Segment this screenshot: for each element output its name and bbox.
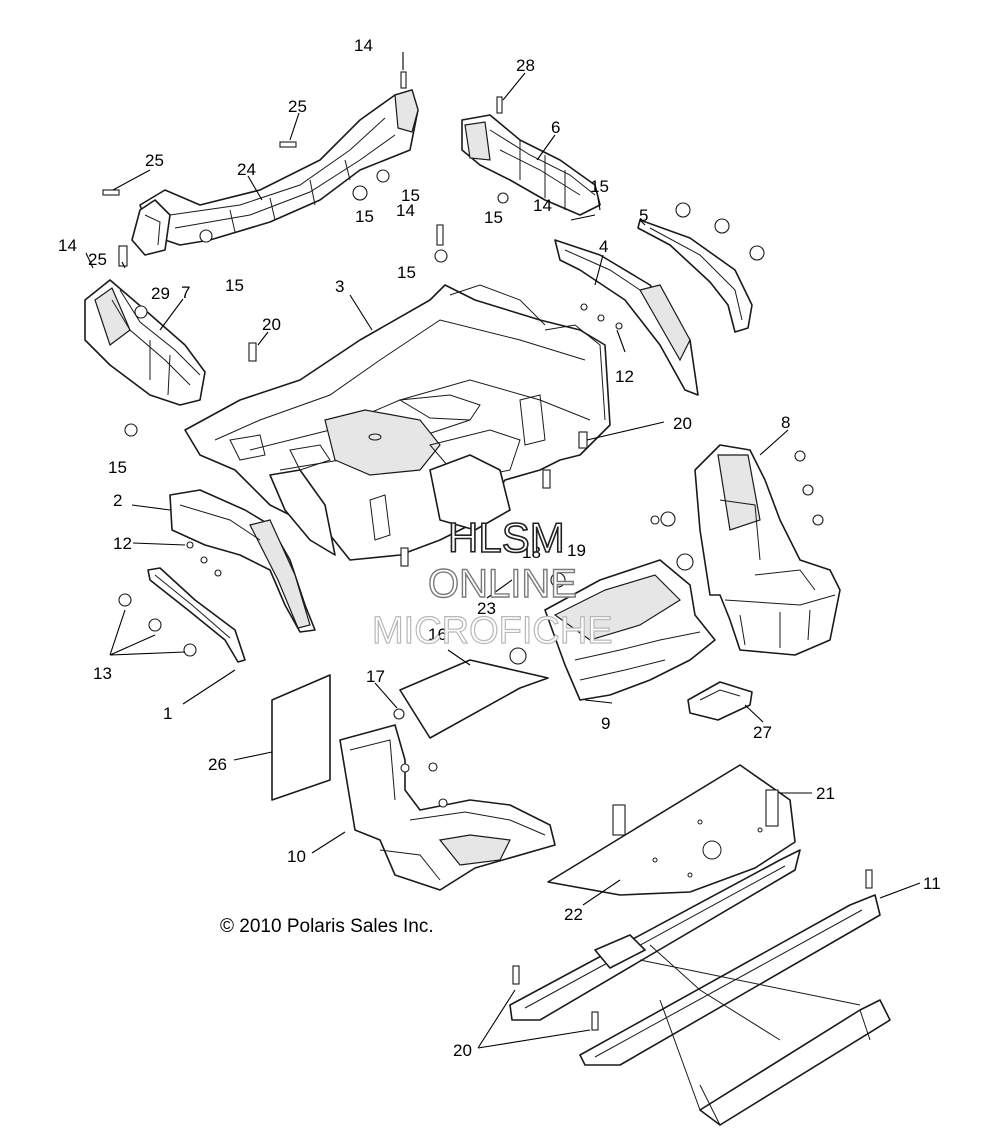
part-5-trim bbox=[637, 219, 753, 333]
part-4-panel bbox=[554, 239, 699, 396]
callout-4: 4 bbox=[599, 237, 608, 256]
part-3-cargo-box bbox=[184, 284, 611, 561]
part-6-panel bbox=[461, 114, 601, 216]
callout-3: 3 bbox=[335, 277, 344, 296]
callout-25: 25 bbox=[88, 250, 107, 269]
callout-labels: 14 28 25 6 25 24 15 15 15 15 14 14 5 14 … bbox=[58, 36, 941, 1060]
callout-23: 23 bbox=[477, 599, 496, 618]
fasteners bbox=[102, 71, 873, 1031]
part-1-trim bbox=[147, 567, 246, 663]
callout-21: 21 bbox=[816, 784, 835, 803]
callout-25: 25 bbox=[288, 97, 307, 116]
part-8-storage-box bbox=[694, 444, 841, 656]
callout-19: 19 bbox=[567, 541, 586, 560]
copyright-notice: © 2010 Polaris Sales Inc. bbox=[220, 916, 434, 937]
callout-25: 25 bbox=[145, 151, 164, 170]
part-22-floor-plate bbox=[547, 764, 796, 896]
watermark-line-2: ONLINE bbox=[428, 562, 577, 606]
callout-17: 17 bbox=[366, 667, 385, 686]
part-16-panel bbox=[399, 659, 549, 739]
callout-14: 14 bbox=[354, 36, 373, 55]
callout-15: 15 bbox=[108, 458, 127, 477]
callout-28: 28 bbox=[516, 56, 535, 75]
callout-14: 14 bbox=[58, 236, 77, 255]
callout-18: 18 bbox=[522, 543, 541, 562]
callout-11: 11 bbox=[923, 874, 941, 893]
callout-12: 12 bbox=[113, 534, 132, 553]
callout-20: 20 bbox=[673, 414, 692, 433]
callout-14: 14 bbox=[396, 201, 415, 220]
callout-15: 15 bbox=[225, 276, 244, 295]
callout-15: 15 bbox=[355, 207, 374, 226]
callout-12: 12 bbox=[615, 367, 634, 386]
part-10-floor-tray bbox=[339, 724, 556, 891]
part-2-panel bbox=[169, 489, 316, 633]
part-27-pad bbox=[687, 681, 753, 721]
callout-9: 9 bbox=[601, 714, 610, 733]
watermark-line-1: HLSM bbox=[448, 514, 565, 561]
callout-10: 10 bbox=[287, 847, 306, 866]
part-24-rail bbox=[131, 89, 419, 256]
leader-lines bbox=[85, 52, 921, 1049]
callout-8: 8 bbox=[781, 413, 790, 432]
callout-14: 14 bbox=[533, 196, 552, 215]
watermark: HLSM ONLINE MICROFICHE bbox=[371, 513, 613, 652]
callout-15: 15 bbox=[397, 263, 416, 282]
callout-5: 5 bbox=[639, 206, 648, 225]
watermark-line-3: MICROFICHE bbox=[372, 610, 613, 652]
callout-22: 22 bbox=[564, 905, 583, 924]
callout-1: 1 bbox=[163, 704, 172, 723]
callout-15: 15 bbox=[401, 186, 420, 205]
part-26-sheet bbox=[271, 674, 331, 801]
callout-27: 27 bbox=[753, 723, 772, 742]
part-11-frame bbox=[509, 849, 891, 1126]
callout-15: 15 bbox=[590, 177, 609, 196]
callout-24: 24 bbox=[237, 160, 256, 179]
callout-6: 6 bbox=[551, 118, 560, 137]
callout-20: 20 bbox=[262, 315, 281, 334]
callout-16: 16 bbox=[428, 625, 447, 644]
callout-15: 15 bbox=[484, 208, 503, 227]
part-9-storage-bin bbox=[544, 559, 716, 701]
callout-20: 20 bbox=[453, 1041, 472, 1060]
callout-2: 2 bbox=[113, 491, 122, 510]
part-7-panel bbox=[84, 279, 206, 406]
callout-7: 7 bbox=[181, 283, 190, 302]
callout-29: 29 bbox=[151, 284, 170, 303]
callout-26: 26 bbox=[208, 755, 227, 774]
callout-13: 13 bbox=[93, 664, 112, 683]
